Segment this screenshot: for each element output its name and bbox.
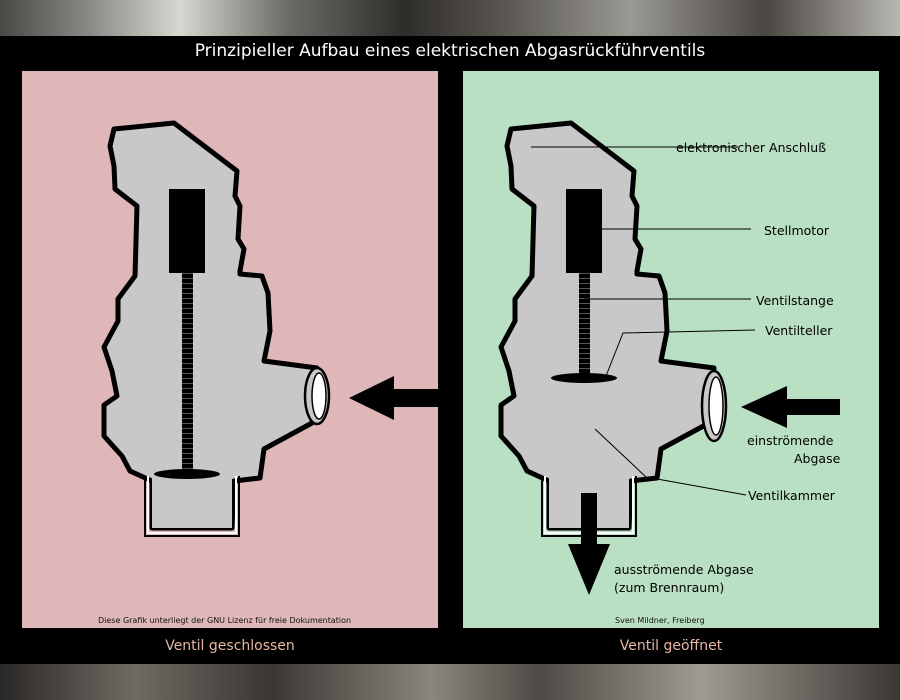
open-valve-drawing bbox=[498, 120, 840, 595]
caption-open: Ventil geöffnet bbox=[619, 638, 723, 654]
inflow-arrow-open bbox=[741, 386, 840, 428]
label-outflow-line2: (zum Brennraum) bbox=[614, 580, 725, 595]
label-rod: Ventilstange bbox=[756, 293, 834, 308]
label-inflow-line1: einströmende bbox=[747, 433, 834, 448]
closed-valve-panel: Diese Grafik unterliegt der GNU Lizenz f… bbox=[22, 71, 438, 628]
label-chamber: Ventilkammer bbox=[748, 488, 835, 503]
valve-body-open bbox=[498, 120, 728, 537]
label-connector: elektronischer Anschluß bbox=[676, 140, 827, 155]
valve-disc-closed bbox=[154, 469, 220, 479]
inflow-arrow-closed bbox=[349, 376, 438, 420]
valve-body-closed bbox=[101, 120, 331, 537]
label-motor: Stellmotor bbox=[764, 223, 829, 238]
outflow-arrow bbox=[568, 493, 610, 595]
license-credit: Diese Grafik unterliegt der GNU Lizenz f… bbox=[98, 616, 352, 625]
caption-closed: Ventil geschlossen bbox=[165, 638, 295, 654]
label-inflow-line2: Abgase bbox=[794, 451, 841, 466]
label-disc: Ventilteller bbox=[765, 323, 833, 338]
closed-valve-drawing bbox=[101, 120, 438, 537]
actuator-motor-closed bbox=[169, 189, 205, 273]
author-credit: Sven Mildner, Freiberg bbox=[615, 616, 705, 625]
label-leader-lines bbox=[531, 146, 756, 496]
diagram-title: Prinzipieller Aufbau eines elektrischen … bbox=[194, 41, 706, 61]
background-photo-top bbox=[0, 0, 900, 36]
actuator-motor-open bbox=[566, 189, 602, 273]
valve-disc-open bbox=[551, 373, 617, 383]
valve-rod-closed bbox=[182, 273, 193, 473]
label-outflow-line1: ausströmende Abgase bbox=[614, 562, 754, 577]
open-valve-panel: Sven Mildner, Freiberg bbox=[463, 71, 879, 628]
background-photo-bottom bbox=[0, 664, 900, 700]
valve-rod-open bbox=[579, 273, 590, 377]
